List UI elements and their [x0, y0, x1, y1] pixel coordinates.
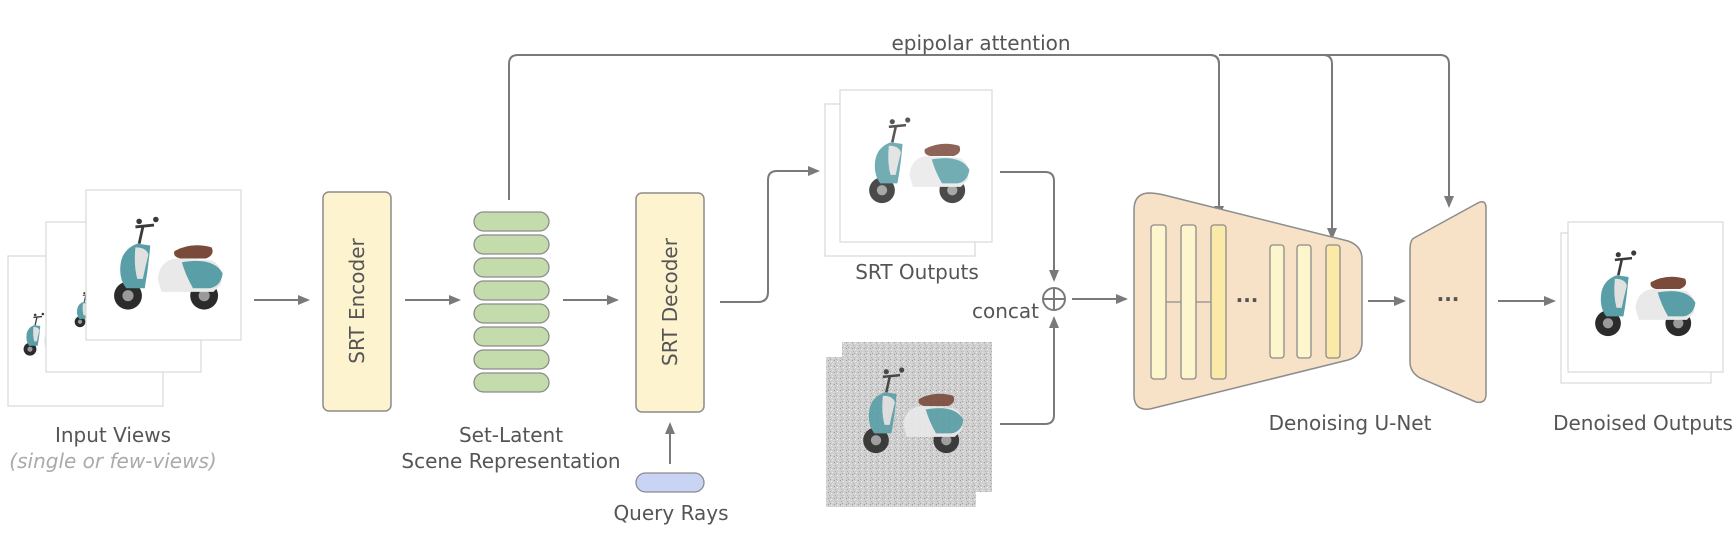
srt-decoder-block: [635, 192, 705, 413]
arrow-noisy-to-concat: [1000, 316, 1059, 425]
concat-label: concat: [972, 299, 1039, 323]
noisy-input-stack: [826, 342, 992, 507]
srt-decoder-label: SRT Decoder: [658, 237, 682, 366]
arrow-outputs-to-concat: [1000, 171, 1059, 282]
input-views-label: Input Views: [55, 423, 171, 447]
denoised-outputs-label: Denoised Outputs: [1553, 411, 1733, 435]
unet-decoder-body: [1409, 201, 1487, 404]
input-views-stack: [7, 189, 242, 407]
set-latent-label-line1: Set-Latent: [459, 423, 563, 447]
unet-feature-bars: [1150, 224, 1341, 380]
set-latent-tokens: [473, 211, 550, 393]
epipolar-attention-connectors: [508, 54, 1454, 240]
srt-encoder-block: [322, 191, 392, 412]
decoder-ellipsis: ···: [1437, 287, 1460, 311]
latent-token: [473, 234, 550, 255]
unet-ellipsis: ···: [1236, 288, 1259, 312]
latent-token: [473, 303, 550, 324]
srt-outputs-stack: [824, 89, 993, 257]
query-rays-label: Query Rays: [613, 501, 728, 525]
latent-token: [473, 349, 550, 370]
latent-token: [473, 326, 550, 347]
srt-outputs-label: SRT Outputs: [855, 260, 979, 284]
arrow-decoder-to-outputs: [720, 166, 820, 303]
set-latent-label-line2: Scene Representation: [401, 449, 620, 473]
denoised-outputs-stack: [1560, 221, 1724, 384]
input-views-sublabel: (single or few-views): [9, 449, 216, 473]
latent-token: [473, 372, 550, 393]
latent-token: [473, 257, 550, 278]
query-rays-token: [635, 472, 705, 493]
latent-token: [473, 280, 550, 301]
srt-encoder-label: SRT Encoder: [345, 237, 369, 363]
epipolar-attention-label: epipolar attention: [891, 31, 1070, 55]
denoising-unet-label: Denoising U-Net: [1269, 411, 1432, 435]
latent-token: [473, 211, 550, 232]
